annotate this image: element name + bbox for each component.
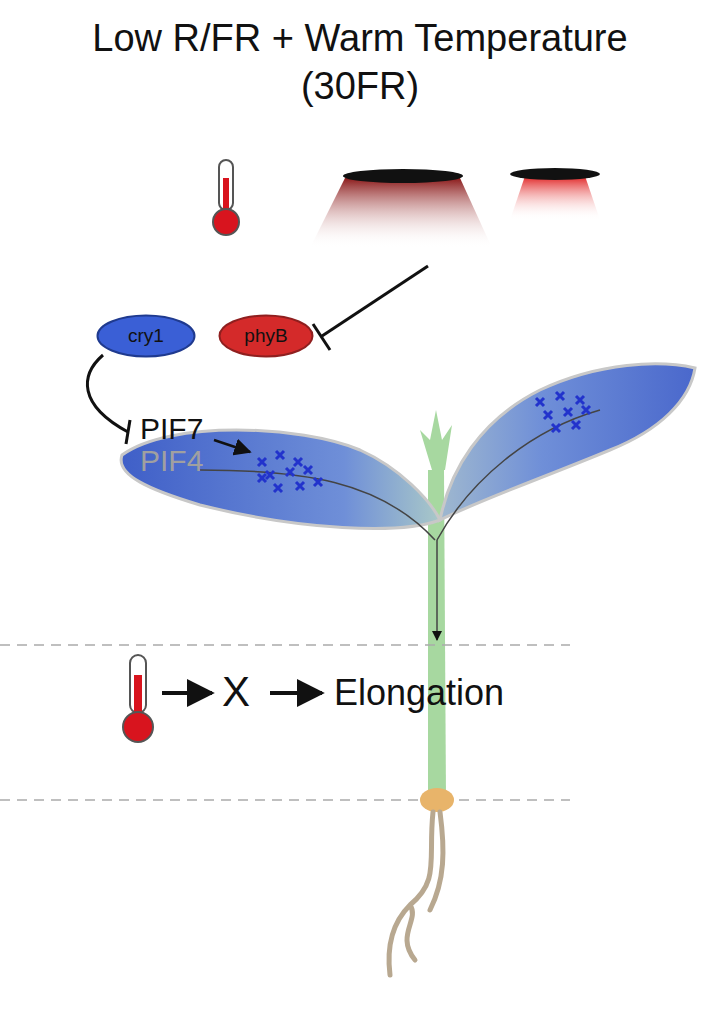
lamp: [510, 168, 600, 180]
pif-dot: [286, 468, 294, 476]
pif-dot: [266, 471, 274, 479]
shoot-apex: [420, 410, 452, 470]
thermometer: [123, 655, 153, 742]
cotyledon: [440, 364, 695, 520]
red-light: [510, 176, 600, 220]
pif-dot: [544, 411, 552, 419]
pif-dot: [314, 478, 322, 486]
gene-label: PIF4: [140, 444, 203, 478]
unknown-factor: X: [222, 668, 250, 716]
pif-dot: [582, 406, 590, 414]
pif-dot: [294, 458, 302, 466]
gene-label: PIF7: [140, 412, 203, 446]
lamp: [343, 169, 463, 183]
arrow: [162, 691, 212, 695]
pif-dot: [276, 451, 284, 459]
inhibition-line: [313, 266, 428, 350]
cotyledon: [121, 430, 440, 528]
arrow: [214, 440, 250, 452]
pif-dot: [552, 424, 560, 432]
pif-dot: [258, 474, 266, 482]
inhibition-line: [87, 355, 130, 444]
protein-ellipse: cry1: [96, 314, 196, 358]
far-red-light: [310, 178, 492, 248]
pif-dot: [274, 484, 282, 492]
pif-dot: [556, 392, 564, 400]
pif-dot: [304, 466, 312, 474]
response-label: Elongation: [334, 672, 504, 714]
root: [389, 812, 443, 975]
pif-dot: [572, 421, 580, 429]
title: Low R/FR + Warm Temperature (30FR): [40, 14, 680, 110]
arrow: [270, 691, 322, 695]
vasculature: [200, 410, 600, 640]
divider: [0, 799, 570, 801]
divider: [0, 644, 570, 646]
pif-dot: [258, 458, 266, 466]
pif-dot: [564, 408, 572, 416]
pif-dot: [536, 398, 544, 406]
pif-dot: [576, 396, 584, 404]
protein-name: phyB: [244, 325, 287, 347]
pif-dots: [258, 392, 590, 492]
protein-name: cry1: [128, 325, 164, 347]
seed: [420, 788, 454, 812]
pif-dot: [296, 482, 304, 490]
protein-ellipse: phyB: [218, 314, 314, 358]
thermometer: [213, 160, 239, 235]
